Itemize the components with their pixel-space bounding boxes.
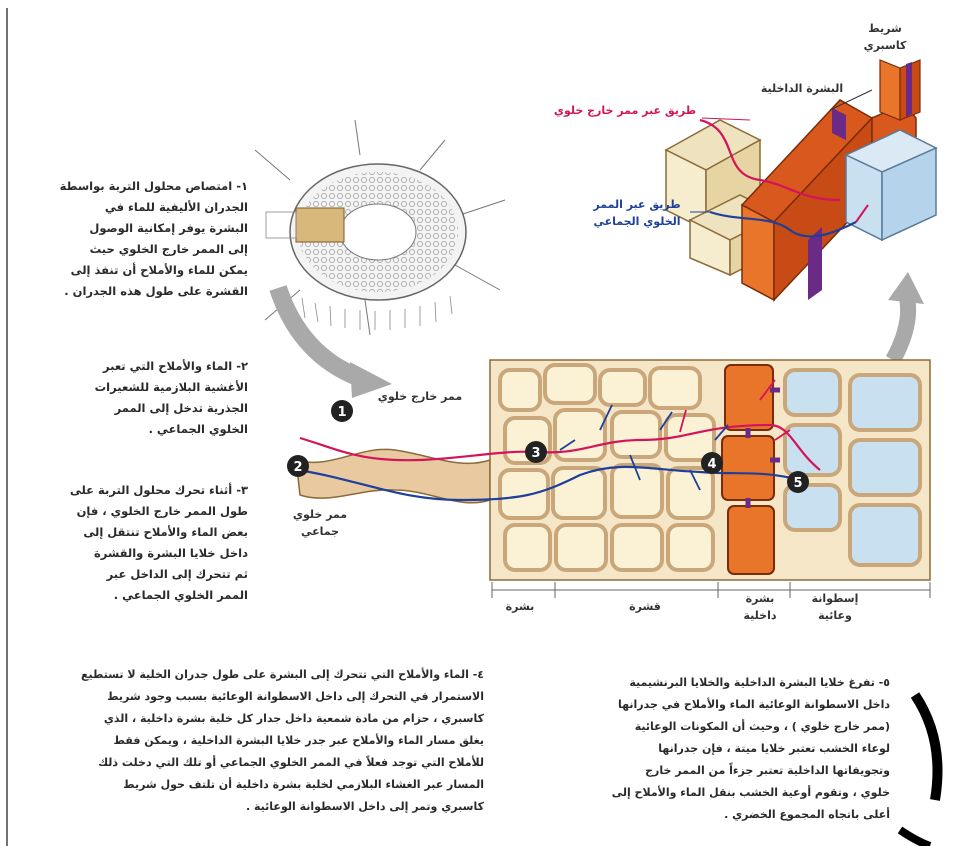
step-5-text: ٥- تفرغ خلايا البشرة الداخلية والخلايا ا…: [560, 672, 890, 826]
svg-text:4: 4: [707, 457, 716, 472]
label-epidermis: بشرة: [490, 598, 550, 615]
step-4-text: ٤- الماء والأملاح التي تتحرك إلى البشرة …: [14, 664, 484, 818]
svg-text:2: 2: [293, 460, 302, 475]
zoom-arrow-lower: [278, 288, 360, 378]
label-apoplast-route: طريق عبر ممر خارج خلوي: [545, 102, 705, 119]
marker-2: 2: [287, 455, 309, 477]
svg-text:1: 1: [337, 405, 346, 420]
marker-4: 4: [701, 452, 723, 474]
zoom-arrow-upper-head: [888, 272, 924, 304]
svg-text:3: 3: [531, 446, 540, 461]
marker-5: 5: [787, 471, 809, 493]
marker-1: 1: [331, 400, 353, 422]
label-cortex: قشرة: [615, 598, 675, 615]
label-endodermis-top: البشرة الداخلية: [752, 80, 852, 97]
label-apoplast-lower: ممر خارج خلوي: [370, 388, 470, 405]
svg-text:5: 5: [793, 476, 802, 491]
marker-3: 3: [525, 441, 547, 463]
leader-apoplast: [702, 118, 750, 120]
